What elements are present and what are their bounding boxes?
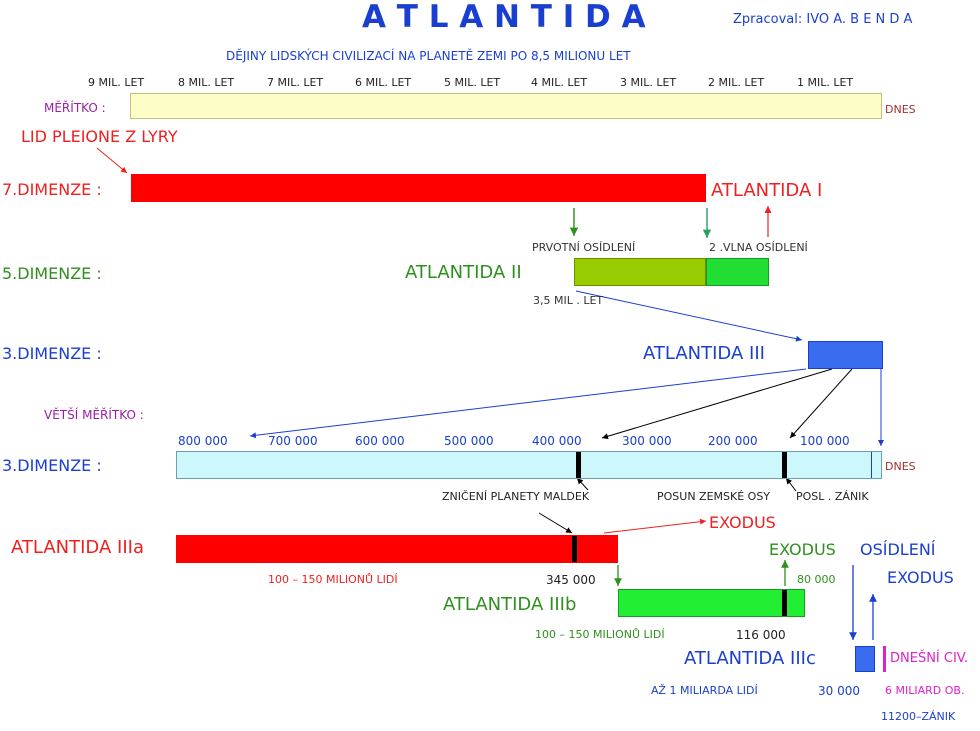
- scale2-tick-2: 700 000: [268, 434, 318, 448]
- atlantida-iiib-marker: [782, 590, 787, 616]
- atlantida-iiib-name: ATLANTIDA IIIb: [443, 594, 577, 615]
- arrow-ii-to-iii: [575, 290, 803, 342]
- dim3-label: 3.DIMENZE :: [2, 344, 102, 363]
- scale1-tick-5: 5 MIL. LET: [444, 76, 501, 89]
- scale2-end-label: DNES: [885, 460, 916, 473]
- scale2-tick-6: 300 000: [622, 434, 672, 448]
- scale1-tick-8: 2 MIL. LET: [708, 76, 765, 89]
- atlantida-iiib-bar: [618, 589, 805, 617]
- scale1-tick-9: 1 MIL. LET: [797, 76, 854, 89]
- atlantida-iiib-people: 100 – 150 MILIONŮ LIDÍ: [535, 628, 665, 641]
- scale1-end-label: DNES: [885, 103, 916, 116]
- scale2-dim-label: 3.DIMENZE :: [2, 456, 102, 475]
- first-wave-label: PRVOTNÍ OSÍDLENÍ: [532, 241, 636, 254]
- atlantida-iiia-marker: [572, 536, 577, 562]
- modern-civ-people: 6 MILIARD OB.: [885, 684, 965, 697]
- arrow-iiia-exodus: [603, 518, 707, 534]
- scale1-tick-2: 8 MIL. LET: [178, 76, 235, 89]
- arrow-iii-to-maldek: [601, 368, 833, 440]
- atlantida-iii-bar: [808, 341, 883, 369]
- dim5-label: 5.DIMENZE :: [2, 264, 102, 283]
- scale1-tick-4: 6 MIL. LET: [355, 76, 412, 89]
- arrow-origin: [96, 147, 128, 174]
- modern-civ-name: DNEŠNÍ CIV.: [890, 651, 969, 666]
- scale1-bar: [130, 93, 882, 119]
- atlantida-iiib-year-right: 80 000: [797, 573, 836, 586]
- atlantida-ii-time: 3,5 MIL . LET: [533, 294, 604, 307]
- atlantida-iiic-name: ATLANTIDA IIIc: [684, 648, 816, 669]
- scale1-tick-6: 4 MIL. LET: [531, 76, 588, 89]
- page-title: A T L A N T I D A: [362, 0, 646, 35]
- atlantida-iiia-year: 345 000: [546, 573, 596, 587]
- atlantida-ii-bar-first: [574, 258, 706, 286]
- page-subtitle: DĚJINY LIDSKÝCH CIVILIZACÍ NA PLANETĚ ZE…: [226, 49, 631, 63]
- atlantida-iiib-exodus: EXODUS: [769, 540, 836, 559]
- second-wave-label: 2 .VLNA OSÍDLENÍ: [709, 241, 808, 254]
- arrow-axis-up: [785, 477, 797, 492]
- scale2-marker-axis: [782, 452, 787, 478]
- scale2-tick-7: 200 000: [708, 434, 758, 448]
- origin-label: LID PLEIONE Z LYRY: [21, 127, 178, 146]
- atlantida-iiib-year: 116 000: [736, 628, 786, 642]
- scale2-tick-3: 600 000: [355, 434, 405, 448]
- atlantida-i-name: ATLANTIDA I: [711, 180, 823, 201]
- arrow-maldek-up: [576, 477, 589, 491]
- atlantida-iii-name: ATLANTIDA III: [643, 343, 765, 364]
- event-maldek: ZNIČENÍ PLANETY MALDEK: [442, 490, 590, 503]
- scale1-tick-1: 9 MIL. LET: [88, 76, 145, 89]
- atlantida-iiic-exodus: EXODUS: [887, 568, 954, 587]
- author-credit: Zpracoval: IVO A. B E N D A: [733, 12, 913, 27]
- arrow-iii-to-800k: [249, 368, 807, 439]
- atlantida-iiia-exodus: EXODUS: [709, 513, 776, 532]
- scale1-tick-3: 7 MIL. LET: [267, 76, 324, 89]
- atlantida-iiic-end: 11200–ZÁNIK: [881, 710, 956, 723]
- scale2-label: VĚTŠÍ MĚŘÍTKO :: [44, 408, 144, 422]
- scale2-marker-now: [871, 452, 872, 478]
- scale2-tick-5: 400 000: [532, 434, 582, 448]
- atlantida-iiia-name: ATLANTIDA IIIa: [11, 537, 144, 558]
- atlantida-ii-bar-second: [706, 258, 769, 286]
- scale1-label: MĚŘÍTKO :: [44, 101, 106, 115]
- scale2-tick-1: 800 000: [178, 434, 228, 448]
- atlantida-ii-name: ATLANTIDA II: [405, 262, 522, 283]
- atlantida-iiic-people: AŽ 1 MILIARDA LIDÍ: [651, 684, 758, 697]
- dim7-label: 7.DIMENZE :: [2, 180, 102, 199]
- atlantida-iiic-bar: [855, 646, 875, 672]
- atlantida-iiic-settlement: OSÍDLENÍ: [860, 540, 936, 559]
- scale1-tick-7: 3 MIL. LET: [620, 76, 677, 89]
- modern-civ-marker: [883, 646, 886, 672]
- atlantida-iiia-bar: [176, 535, 618, 563]
- scale2-tick-4: 500 000: [444, 434, 494, 448]
- event-axis: POSUN ZEMSKÉ OSY: [657, 490, 771, 503]
- arrow-iii-to-axis: [789, 368, 853, 439]
- atlantida-iiic-year: 30 000: [818, 684, 860, 698]
- scale2-tick-8: 100 000: [800, 434, 850, 448]
- scale2-bar: [176, 451, 882, 479]
- scale2-marker-maldek: [576, 452, 581, 478]
- atlantida-i-bar: [131, 174, 706, 202]
- event-final: POSL . ZÁNIK: [796, 490, 869, 503]
- atlantida-iiia-people: 100 – 150 MILIONŮ LIDÍ: [268, 573, 398, 586]
- arrow-maldek-to-iiia: [538, 512, 573, 534]
